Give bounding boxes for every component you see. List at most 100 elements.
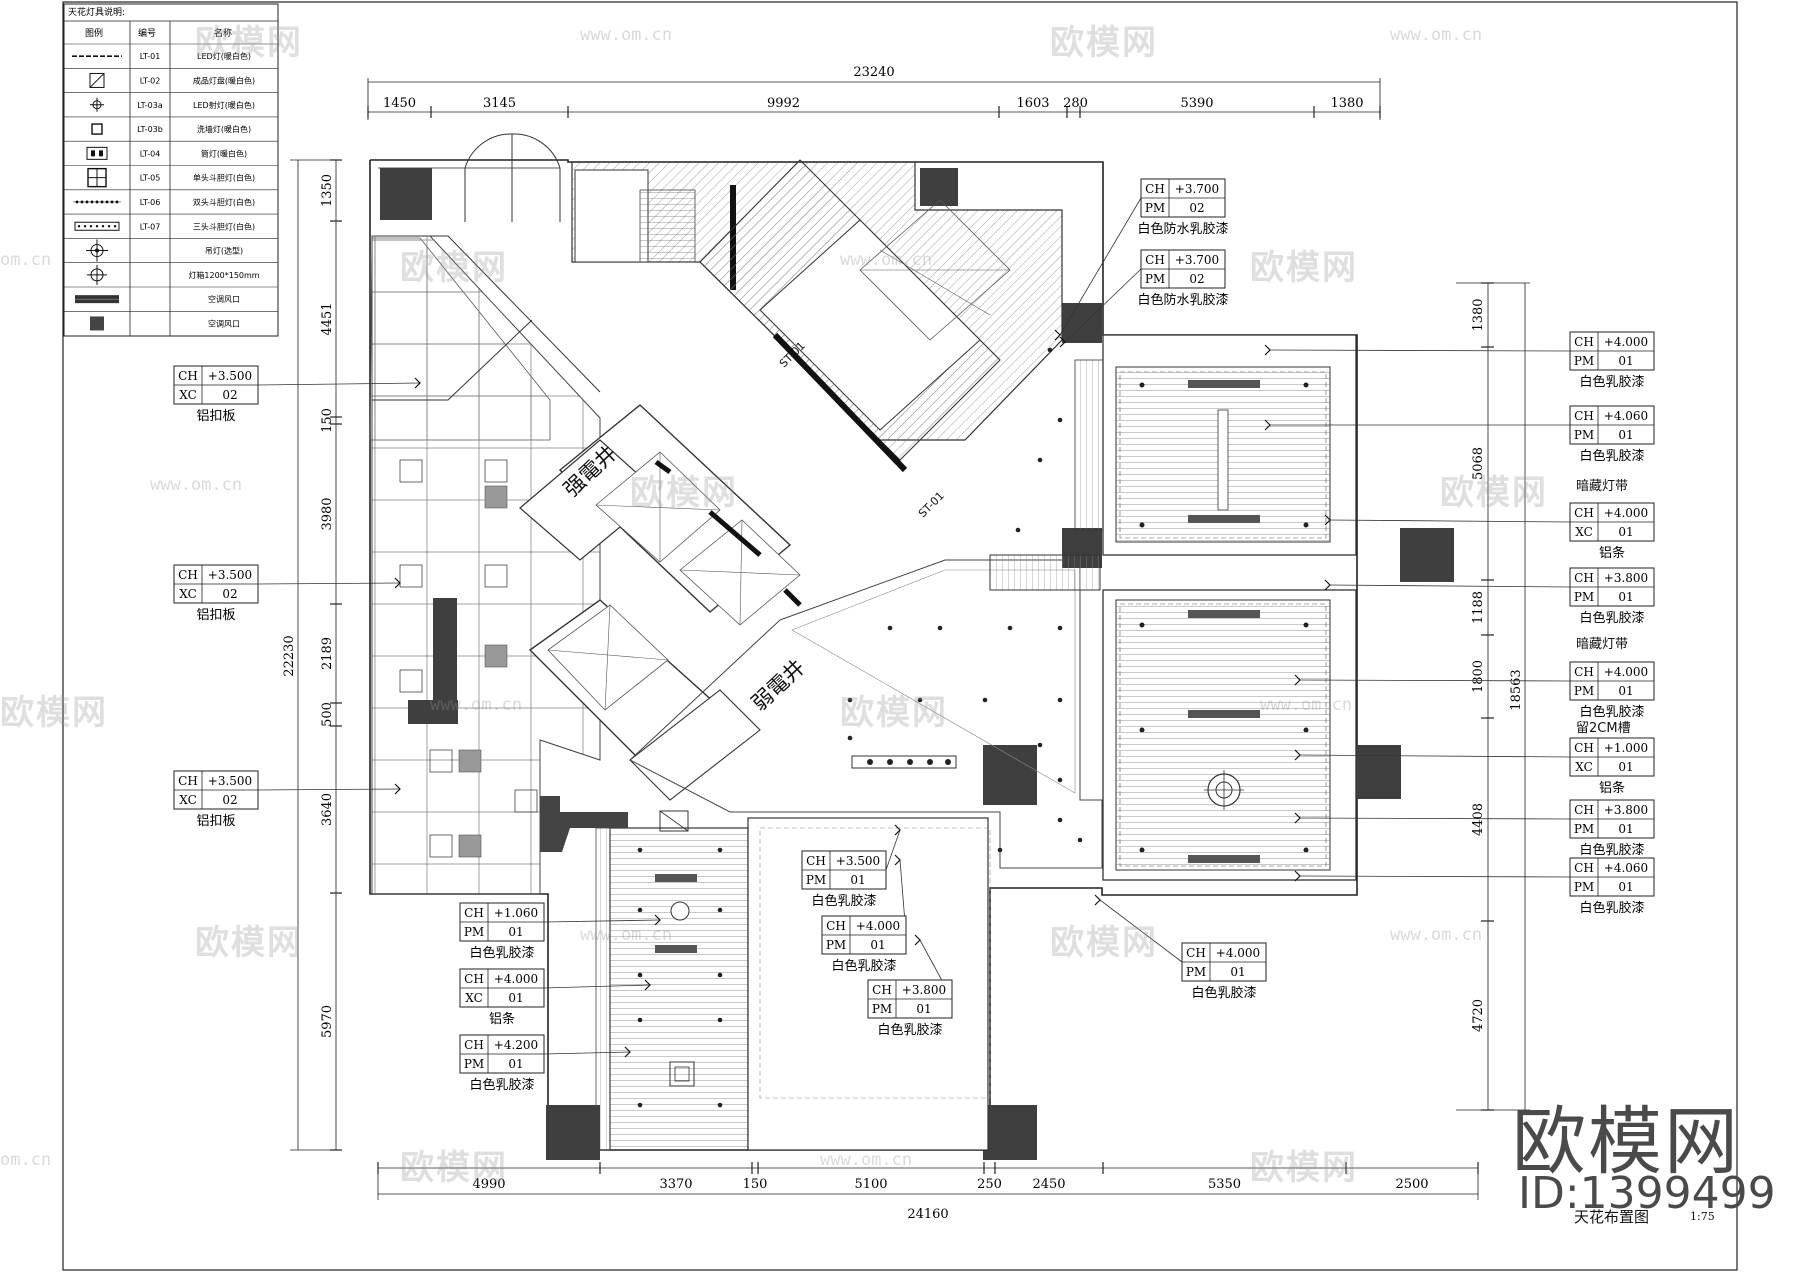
tag-material-name: 白色防水乳胶漆	[1137, 221, 1228, 237]
tag-material-name: 白色乳胶漆	[877, 1022, 942, 1038]
tag-ch-label: CH	[1574, 861, 1594, 875]
tag-material-code: PM	[1574, 428, 1594, 442]
legend-row: LT-05 单头斗胆灯(白色)	[64, 165, 278, 188]
tag-ch-label: CH	[806, 854, 826, 868]
tag-ch-label: CH	[1574, 665, 1594, 679]
dim-label-bottom: 5100	[854, 1177, 887, 1192]
wall-strip	[989, 554, 1101, 591]
tag-material-code: PM	[826, 938, 846, 952]
tag-ch-label: CH	[1186, 946, 1206, 960]
circle-cross-large-icon	[87, 264, 107, 285]
dim-label-right: 5068	[1471, 447, 1486, 480]
dim-label-left: 2189	[320, 637, 335, 670]
tag-material-code: XC	[179, 587, 197, 601]
dim-label-left: 500	[320, 702, 335, 727]
leader-lines	[257, 197, 1571, 1058]
drawing-title: 天花布置图	[1574, 1208, 1650, 1226]
dim-label-top-total: 23240	[853, 65, 894, 80]
legend-name: 洗墙灯(暖白色)	[197, 124, 251, 134]
tag-ch-label: CH	[1574, 506, 1594, 520]
dim-label-right: 1188	[1471, 591, 1486, 624]
dim-label-top: 280	[1063, 96, 1088, 111]
black-square-icon	[90, 316, 104, 331]
legend-name: 筒灯(暖白色)	[201, 148, 247, 158]
legend-code: LT-03a	[137, 101, 163, 110]
tag-material-code: PM	[872, 1002, 892, 1016]
tag-ch-label: CH	[464, 972, 484, 986]
tag-ch-label: CH	[464, 906, 484, 920]
tag-ceiling-height: +4.000	[856, 919, 900, 933]
shaft-strong-wiring	[519, 404, 801, 626]
hidden-strip-upper: 暗藏灯带	[1576, 479, 1628, 494]
tag-material-code: PM	[1186, 965, 1206, 979]
legend-title: 天花灯具说明:	[68, 6, 125, 18]
dim-label-right: 1380	[1471, 298, 1486, 331]
tag-material-code: XC	[465, 991, 483, 1005]
black-bar-icon	[75, 295, 119, 304]
tag-material-code: PM	[1574, 590, 1594, 604]
tag-material-name: 白色乳胶漆	[811, 893, 876, 909]
dim-label-top: 1380	[1330, 96, 1363, 111]
tag-ch-label: CH	[1145, 182, 1165, 196]
legend-code: LT-04	[140, 149, 161, 158]
tag-material-number: 01	[1618, 428, 1633, 442]
legend-row: 空调风口	[64, 310, 278, 331]
legend-code: LT-06	[140, 198, 161, 207]
legend-name: 灯箱1200*150mm	[188, 270, 259, 280]
tag-material-number: 02	[1189, 201, 1204, 215]
dim-label-left: 4451	[320, 302, 335, 335]
legend-name: 三头斗胆灯(白色)	[193, 221, 255, 231]
dim-label-bottom: 2450	[1032, 1177, 1065, 1192]
legend-name: LED射灯(暖白色)	[193, 100, 255, 110]
tag-material-number: 01	[508, 991, 523, 1005]
tag-ceiling-height: +4.000	[494, 972, 538, 986]
dim-label-bottom: 150	[743, 1177, 768, 1192]
room-upper-right	[1102, 334, 1357, 556]
watermark-brand-large: 欧模网	[1512, 1099, 1740, 1185]
dim-label-left: 3980	[320, 497, 335, 530]
tag-material-name: 白色乳胶漆	[1191, 985, 1256, 1001]
tag-ceiling-height: +1.060	[494, 906, 538, 920]
dim-label-left: 5970	[320, 1005, 335, 1038]
legend-name: 空调风口	[208, 294, 240, 304]
legend-code: LT-05	[140, 174, 161, 183]
tag-material-code: XC	[1575, 525, 1593, 539]
tag-ch-label: CH	[1145, 253, 1165, 267]
corridor-downlights	[847, 347, 1083, 853]
slot-note: 留2CM槽	[1576, 721, 1631, 736]
tag-material-code: XC	[179, 388, 197, 402]
double-box-icon	[86, 146, 108, 160]
dim-label-right-total: 18563	[1509, 669, 1524, 710]
legend-code: LT-01	[140, 52, 161, 61]
tag-material-number: 01	[1618, 880, 1633, 894]
tag-material-name: 铝条	[1599, 780, 1625, 796]
legend-name: 单头斗胆灯(白色)	[193, 173, 255, 183]
drawing-scale: 1:75	[1690, 1210, 1715, 1223]
tag-material-number: 02	[222, 388, 237, 402]
dim-label-bottom: 3370	[659, 1177, 692, 1192]
dotted-bar-icon	[73, 200, 121, 204]
tag-material-name: 铝条	[489, 1011, 515, 1027]
pendant-icon	[86, 239, 108, 262]
watermark-id: ID:1399499	[1518, 1168, 1776, 1219]
legend-row: LT-04 筒灯(暖白色)	[64, 140, 278, 160]
tag-material-number: 01	[1618, 590, 1633, 604]
grid-lamp-icon	[87, 167, 107, 188]
dim-top-total	[367, 78, 1381, 120]
long-bar-icon	[74, 221, 120, 231]
tag-material-code: PM	[1574, 822, 1594, 836]
